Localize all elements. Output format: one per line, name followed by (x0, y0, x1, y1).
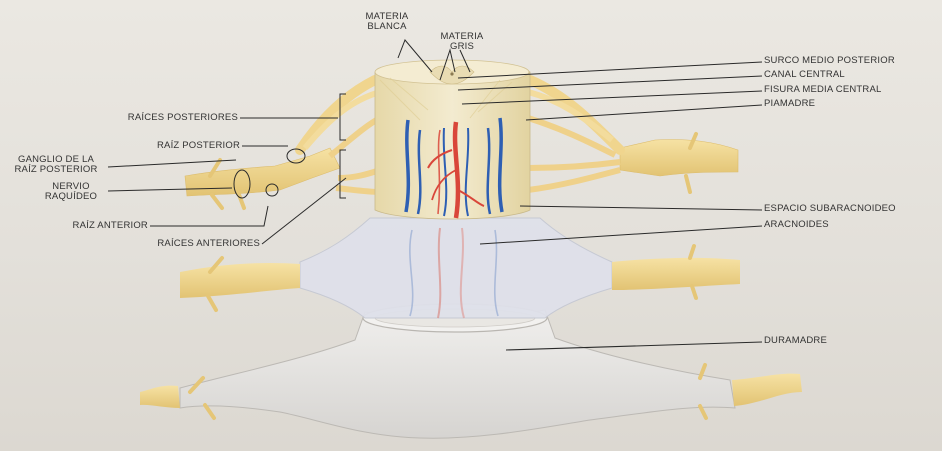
raiz-anterior-label: RAÍZ ANTERIOR (40, 221, 148, 231)
fisura-media-central-label: FISURA MEDIA CENTRAL (764, 85, 882, 95)
espacio-subaracnoideo-label: ESPACIO SUBARACNOIDEO (764, 204, 896, 214)
ganglio-line2: RAÍZ POSTERIOR (8, 165, 104, 175)
surco-medio-posterior-label: SURCO MEDIO POSTERIOR (764, 56, 895, 66)
raices-posteriores-label: RAÍCES POSTERIORES (100, 113, 238, 123)
materia-gris-label: MATERIA GRIS (430, 32, 494, 52)
materia-blanca-line2: BLANCA (352, 22, 422, 32)
ganglio-raiz-posterior-label: GANGLIO DE LA RAÍZ POSTERIOR (8, 155, 104, 175)
materia-gris-line2: GRIS (430, 42, 494, 52)
raiz-posterior-label: RAÍZ POSTERIOR (120, 141, 240, 151)
duramadre-label: DURAMADRE (764, 336, 827, 346)
aracnoides-label: ARACNOIDES (764, 220, 829, 230)
duramadre-layer (140, 304, 802, 438)
piamadre-label: PIAMADRE (764, 99, 815, 109)
nervio-raquideo-label: NERVIO RAQUÍDEO (36, 182, 106, 202)
canal-central-label: CANAL CENTRAL (764, 70, 845, 80)
nervio-line2: RAQUÍDEO (36, 192, 106, 202)
raices-anteriores-label: RAÍCES ANTERIORES (110, 239, 260, 249)
spinal-cord (375, 60, 530, 219)
materia-blanca-label: MATERIA BLANCA (352, 12, 422, 32)
